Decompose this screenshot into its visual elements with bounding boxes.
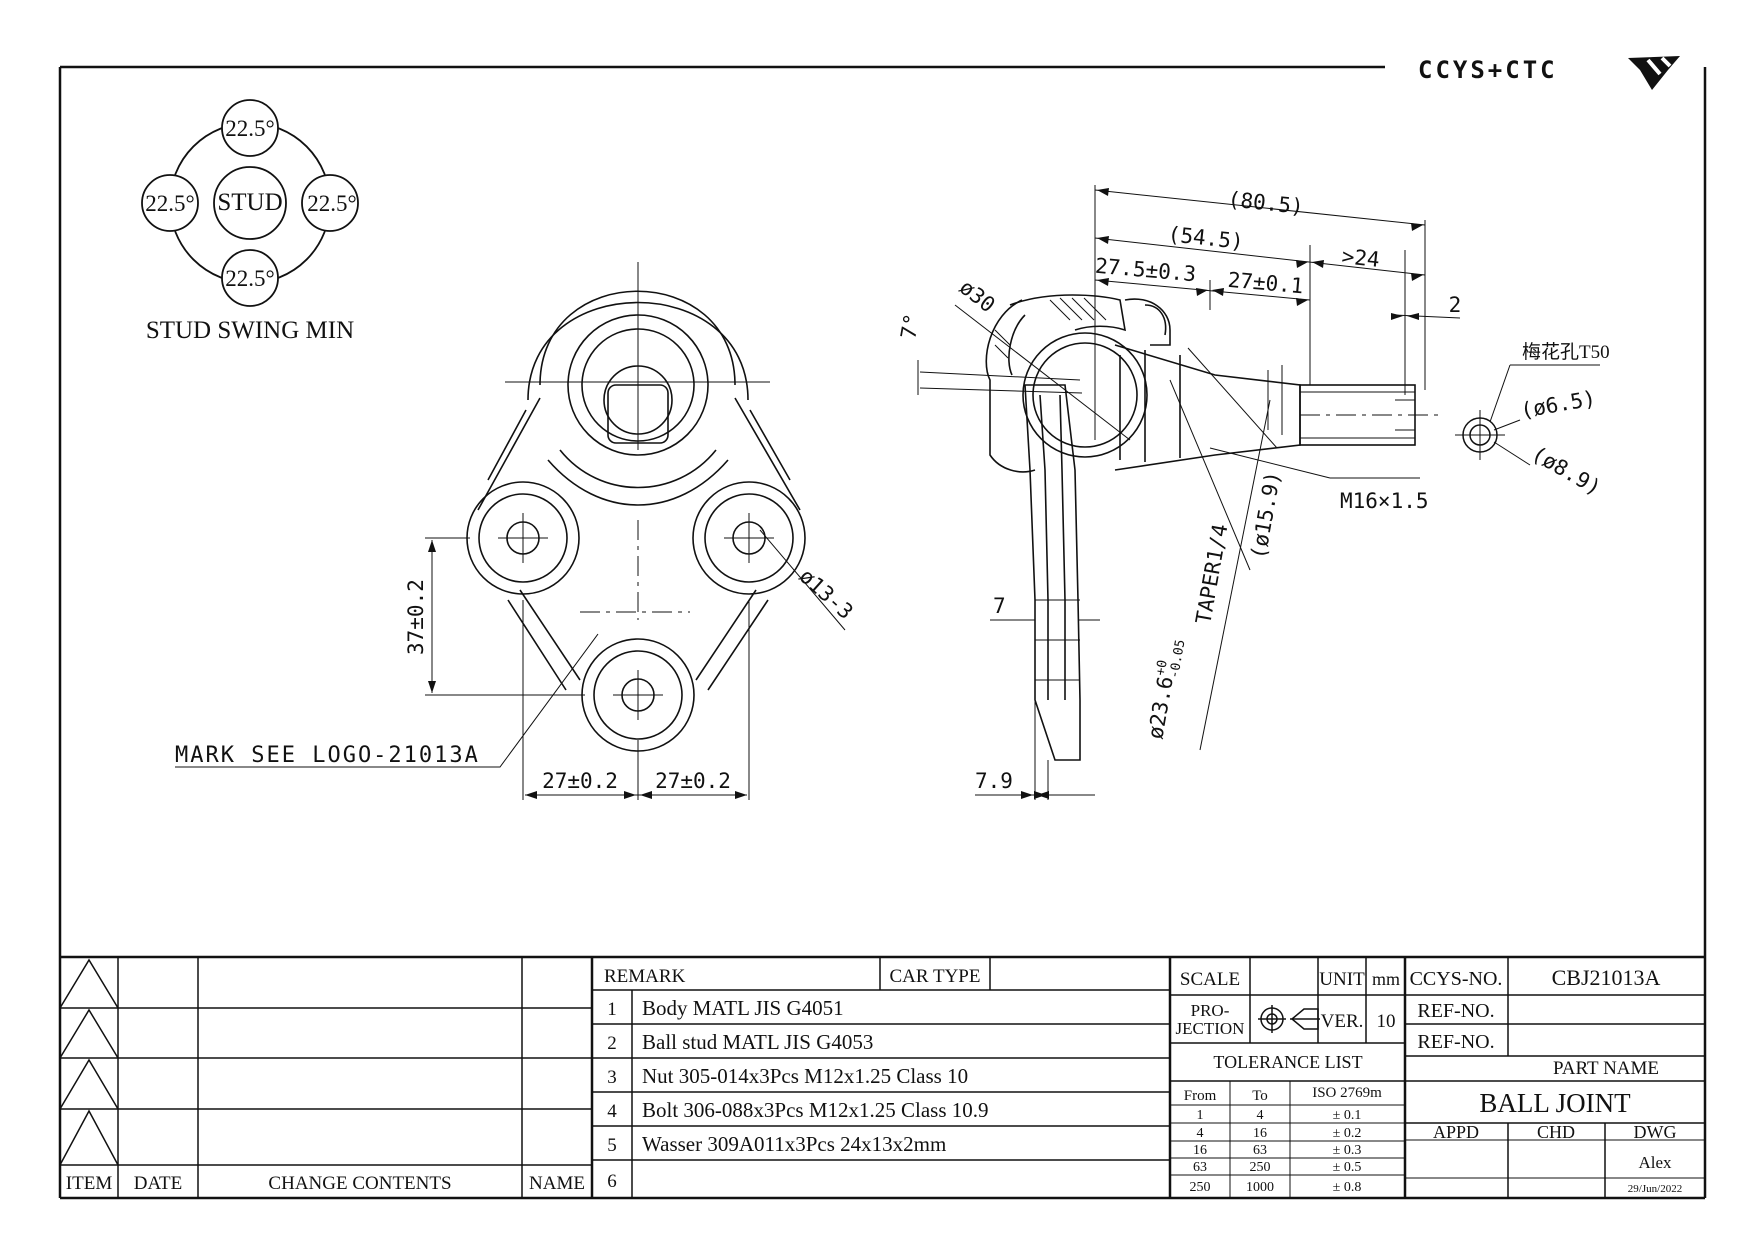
ccys-no-value: CBJ21013A bbox=[1552, 965, 1661, 990]
brand-logo-text: CCYS+CTC bbox=[1418, 56, 1558, 84]
dim-hole-13: ø13-3 bbox=[795, 564, 858, 624]
stud-label: STUD bbox=[217, 189, 282, 216]
ccys-no-label: CCYS-NO. bbox=[1410, 968, 1503, 990]
tolerance-value: ± 0.3 bbox=[1333, 1143, 1362, 1158]
tolerance-value: ± 0.2 bbox=[1333, 1126, 1362, 1141]
tolerance-from: 250 bbox=[1190, 1180, 1211, 1195]
dim-7: 7 bbox=[993, 594, 1006, 618]
tolerance-from: 4 bbox=[1197, 1126, 1204, 1141]
ref-no-label-1: REF-NO. bbox=[1417, 1000, 1494, 1022]
ver-label: VER. bbox=[1321, 1011, 1364, 1032]
tolerance-from: 16 bbox=[1193, 1143, 1207, 1158]
part-name-label: PART NAME bbox=[1553, 1058, 1659, 1079]
ref-no-label-2: REF-NO. bbox=[1417, 1031, 1494, 1053]
remark-no: 4 bbox=[607, 1101, 617, 1122]
swing-angle-right: 22.5° bbox=[307, 191, 356, 216]
dim-overall-80-5: (80.5) bbox=[1227, 187, 1305, 219]
projection-label-1: PRO- bbox=[1191, 1001, 1230, 1020]
dim-left-27: 27±0.2 bbox=[542, 769, 618, 793]
side-view bbox=[985, 294, 1440, 761]
tolerance-table: 1 4 ± 0.1 4 16 ± 0.2 16 63 ± 0.3 63 250 … bbox=[1190, 1108, 1362, 1195]
remark-no: 3 bbox=[607, 1067, 617, 1088]
tolerance-header-from: From bbox=[1184, 1088, 1217, 1104]
dim-thread-m16: M16×1.5 bbox=[1340, 489, 1429, 513]
dim-2: 2 bbox=[1449, 293, 1462, 317]
projection-label-2: JECTION bbox=[1176, 1019, 1245, 1038]
dwg-label: DWG bbox=[1634, 1122, 1677, 1142]
dim-24: >24 bbox=[1341, 244, 1381, 272]
dim-torx-t50: 梅花孔T50 bbox=[1522, 341, 1610, 363]
title-block bbox=[59, 955, 1705, 1198]
remark-label: REMARK bbox=[604, 966, 686, 987]
dim-right-27: 27±0.2 bbox=[655, 769, 731, 793]
projection-symbol-icon bbox=[1258, 1005, 1320, 1033]
dim-7-9: 7.9 bbox=[975, 769, 1013, 793]
sheet-border bbox=[58, 65, 1707, 1200]
dim-ball-30: ø30 bbox=[955, 275, 1000, 317]
remark-list: 1 Body MATL JIS G4051 2 Ball stud MATL J… bbox=[607, 996, 988, 1192]
appd-label: APPD bbox=[1433, 1122, 1479, 1142]
tolerance-from: 1 bbox=[1197, 1108, 1204, 1123]
side-view-dims bbox=[917, 185, 1600, 800]
dim-height-37: 37±0.2 bbox=[404, 579, 428, 655]
dwg-name: Alex bbox=[1638, 1153, 1672, 1172]
dim-8-9: (ø8.9) bbox=[1528, 442, 1606, 501]
tolerance-from: 63 bbox=[1193, 1160, 1207, 1175]
tolerance-to: 1000 bbox=[1246, 1180, 1274, 1195]
remark-text: Nut 305-014x3Pcs M12x1.25 Class 10 bbox=[642, 1064, 968, 1088]
tolerance-value: ± 0.8 bbox=[1333, 1180, 1362, 1195]
dwg-date: 29/Jun/2022 bbox=[1628, 1183, 1682, 1195]
remark-no: 2 bbox=[607, 1033, 617, 1054]
dim-6-5: (ø6.5) bbox=[1519, 386, 1598, 423]
remark-no: 1 bbox=[607, 999, 617, 1020]
tolerance-header-to: To bbox=[1252, 1088, 1268, 1104]
dim-taper-dia-value: ø23.6 bbox=[1143, 674, 1178, 740]
part-name-value: BALL JOINT bbox=[1479, 1088, 1631, 1118]
chd-label: CHD bbox=[1537, 1122, 1575, 1142]
remark-text: Body MATL JIS G4051 bbox=[642, 996, 844, 1020]
swing-angle-left: 22.5° bbox=[145, 191, 194, 216]
swing-angle-top: 22.5° bbox=[225, 116, 274, 141]
dim-54-5: (54.5) bbox=[1167, 222, 1245, 254]
remark-text: Wasser 309A011x3Pcs 24x13x2mm bbox=[642, 1132, 946, 1156]
front-view-arrows bbox=[428, 540, 747, 799]
tolerance-to: 250 bbox=[1250, 1160, 1271, 1175]
tolerance-to: 63 bbox=[1253, 1143, 1267, 1158]
unit-label: UNIT bbox=[1319, 969, 1365, 990]
header-name: NAME bbox=[529, 1173, 585, 1194]
remark-no: 6 bbox=[607, 1171, 617, 1192]
remark-text: Ball stud MATL JIS G4053 bbox=[642, 1030, 873, 1054]
swing-angle-bottom: 22.5° bbox=[225, 266, 274, 291]
remark-text: Bolt 306-088x3Pcs M12x1.25 Class 10.9 bbox=[642, 1098, 989, 1122]
header-item: ITEM bbox=[66, 1173, 113, 1194]
dim-angle-7: 7° bbox=[896, 312, 924, 341]
stud-swing-diagram: STUD 22.5° 22.5° 22.5° 22.5° STUD SWING … bbox=[141, 99, 359, 344]
tolerance-to: 16 bbox=[1253, 1126, 1267, 1141]
header-change-contents: CHANGE CONTENTS bbox=[268, 1173, 451, 1194]
header-date: DATE bbox=[134, 1173, 183, 1194]
remark-no: 5 bbox=[607, 1135, 617, 1156]
mark-note: MARK SEE LOGO-21013A bbox=[175, 743, 480, 768]
dim-taper-dia: ø23.6+0-0.05 bbox=[1142, 636, 1188, 742]
wing-logo-icon bbox=[1628, 56, 1680, 90]
ver-value: 10 bbox=[1377, 1011, 1396, 1032]
swing-caption: STUD SWING MIN bbox=[146, 317, 354, 344]
brand-logo: CCYS+CTC bbox=[1418, 56, 1680, 90]
scale-label: SCALE bbox=[1180, 969, 1240, 990]
car-type-label: CAR TYPE bbox=[890, 966, 981, 987]
tolerance-list-label: TOLERANCE LIST bbox=[1213, 1052, 1362, 1072]
tolerance-value: ± 0.1 bbox=[1333, 1108, 1362, 1123]
dim-15-9: (ø15.9) bbox=[1246, 470, 1285, 561]
dim-taper: TAPER1/4 bbox=[1191, 522, 1232, 626]
dim-taper-tol-lower: -0.05 bbox=[1167, 638, 1189, 679]
tolerance-to: 4 bbox=[1257, 1108, 1264, 1123]
front-view bbox=[175, 262, 846, 800]
side-view-arrows bbox=[1021, 188, 1423, 799]
unit-value: mm bbox=[1372, 969, 1400, 989]
tolerance-value: ± 0.5 bbox=[1333, 1160, 1362, 1175]
dim-taper-tol-upper: +0 bbox=[1153, 659, 1170, 677]
tolerance-header-iso: ISO 2769m bbox=[1312, 1085, 1382, 1101]
